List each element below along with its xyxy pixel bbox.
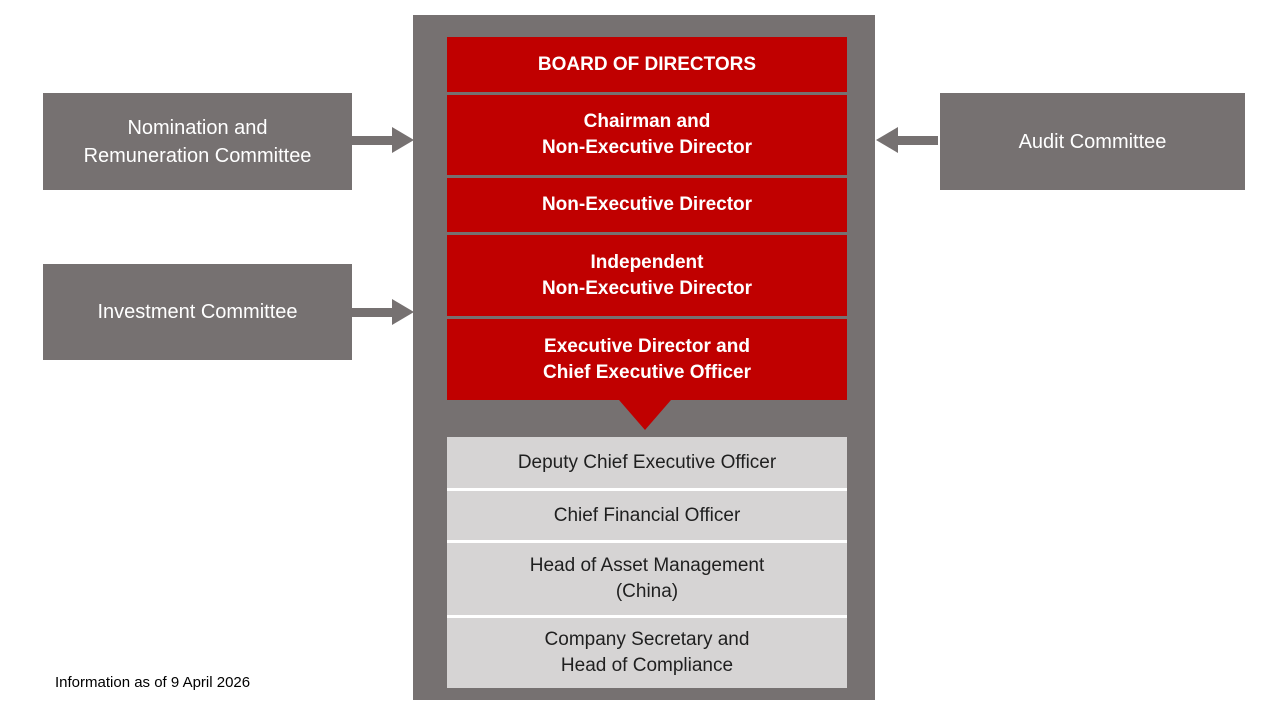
board-member-label: Executive Director and Chief Executive O…: [542, 335, 752, 383]
audit-arrow-shaft: [898, 136, 938, 145]
board-member-label: Chairman and Non-Executive Director: [541, 111, 753, 158]
management-box: Company Secretary and Head of Compliance: [447, 618, 847, 688]
management-stack: Deputy Chief Executive Officer Chief Fin…: [447, 437, 847, 688]
board-header-box: BOARD OF DIRECTORS: [447, 37, 847, 92]
arrow-down-icon: [619, 400, 671, 430]
committee-box-audit: Audit Committee: [940, 93, 1245, 190]
committee-box-nomination: Nomination and Remuneration Committee: [43, 93, 352, 190]
committee-label: Nomination and Remuneration Committee: [83, 116, 312, 167]
board-member-box: Chairman and Non-Executive Director: [447, 95, 847, 175]
board-member-label: Non-Executive Director: [541, 194, 753, 216]
management-box: Head of Asset Management (China): [447, 543, 847, 615]
board-stack: BOARD OF DIRECTORS Chairman and Non-Exec…: [447, 37, 847, 400]
management-label: Head of Asset Management (China): [529, 555, 765, 602]
committee-label: Investment Committee: [97, 301, 298, 323]
board-member-box: Independent Non-Executive Director: [447, 235, 847, 316]
board-member-box: Non-Executive Director: [447, 178, 847, 232]
board-header-label: BOARD OF DIRECTORS: [537, 53, 757, 75]
investment-arrow-shaft: [352, 308, 392, 317]
committee-label: Audit Committee: [1018, 130, 1167, 153]
board-member-box: Executive Director and Chief Executive O…: [447, 319, 847, 400]
footnote-text: Information as of 9 April 2026: [55, 674, 251, 691]
management-box: Deputy Chief Executive Officer: [447, 437, 847, 488]
nomination-arrow-right-icon: [392, 127, 414, 153]
board-member-label: Independent Non-Executive Director: [541, 251, 753, 299]
management-label: Chief Financial Officer: [553, 504, 741, 526]
investment-arrow-right-icon: [392, 299, 414, 325]
management-label: Deputy Chief Executive Officer: [517, 451, 777, 473]
committee-box-investment: Investment Committee: [43, 264, 352, 360]
management-box: Chief Financial Officer: [447, 491, 847, 540]
audit-arrow-left-icon: [876, 127, 898, 153]
management-label: Company Secretary and Head of Compliance: [544, 629, 750, 676]
nomination-arrow-shaft: [352, 136, 392, 145]
